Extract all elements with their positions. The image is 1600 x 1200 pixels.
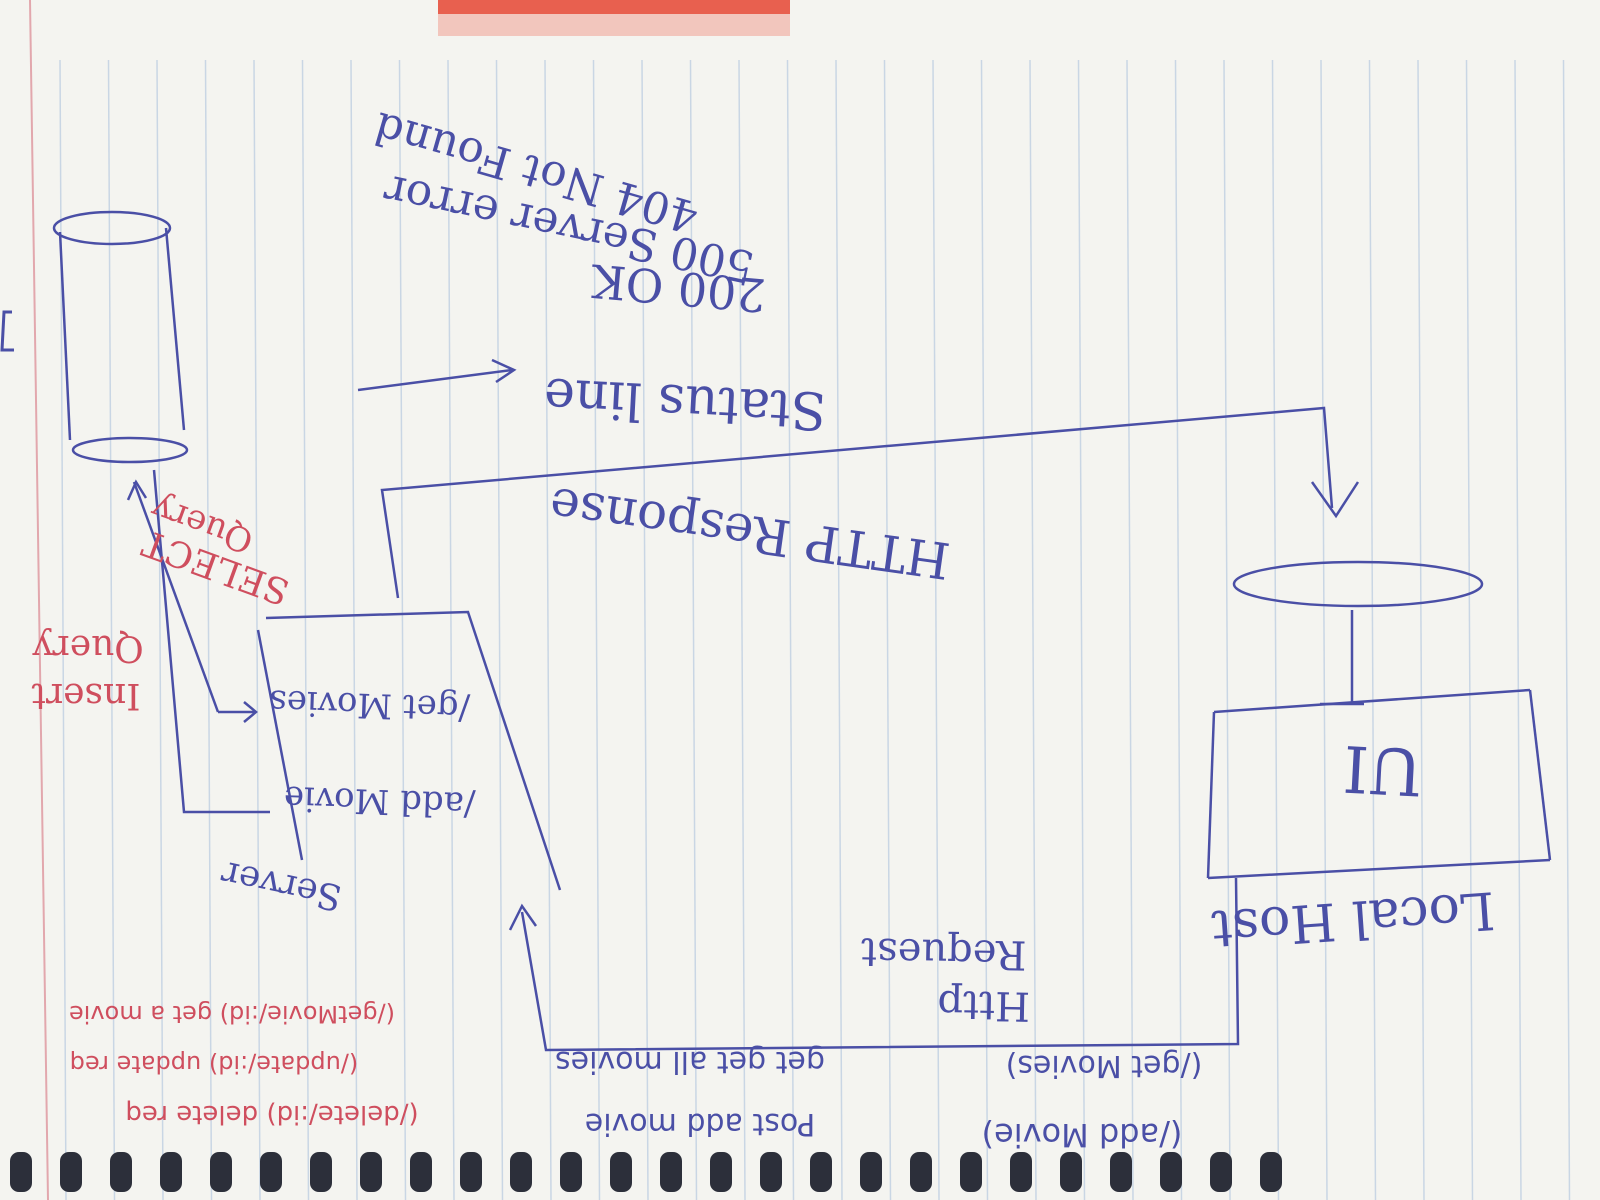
spiral-hole [510, 1152, 532, 1192]
tab-shadow [438, 14, 790, 36]
route-add-movie: /add Movie [283, 778, 476, 825]
spiral-binding [10, 1152, 1282, 1192]
route-notes: Post add movie get get all movies (/add … [69, 1000, 1202, 1154]
rule-line [1514, 59, 1522, 1200]
rule-line [835, 59, 843, 1200]
spiral-hole [810, 1152, 832, 1192]
spiral-hole [960, 1152, 982, 1192]
spiral-hole [10, 1152, 32, 1192]
rule-line [1174, 59, 1183, 1200]
spiral-hole [910, 1152, 932, 1192]
rule-line [204, 59, 213, 1200]
spiral-hole [1160, 1152, 1182, 1192]
spiral-hole [60, 1152, 82, 1192]
spiral-hole [360, 1152, 382, 1192]
margin-line [29, 0, 49, 1200]
spiral-hole [710, 1152, 732, 1192]
rule-line [156, 59, 164, 1200]
spiral-hole [560, 1152, 582, 1192]
spiral-hole [660, 1152, 682, 1192]
rule-line [301, 59, 310, 1200]
http-request-line-2: Request [861, 929, 1027, 978]
status-line-label: Status line [542, 366, 827, 441]
note-delete-route: (/delete/:id) delete req [125, 1099, 418, 1129]
rule-line [350, 59, 358, 1200]
rule-line [1126, 59, 1134, 1200]
note-getone-route: (/getMovie/:id) get a movie [69, 1000, 395, 1028]
note-post-line: Post add movie [585, 1106, 815, 1141]
spiral-hole [310, 1152, 332, 1192]
spiral-hole [860, 1152, 882, 1192]
spiral-hole [160, 1152, 182, 1192]
response-connector [380, 406, 1360, 599]
rule-line [592, 59, 601, 1200]
rule-line [1029, 59, 1037, 1200]
status-line-arrow [357, 358, 517, 392]
rule-line [1465, 59, 1474, 1200]
rule-line [738, 59, 746, 1200]
rule-line [1271, 59, 1280, 1200]
tab-marker [438, 0, 790, 14]
insert-query-line-1: Insert [31, 675, 140, 716]
rule-line [1562, 59, 1571, 1200]
server-box [256, 610, 562, 891]
insert-query-label: Insert Query [31, 627, 144, 716]
rule-line [495, 59, 504, 1200]
request-connector [508, 877, 1240, 1052]
rule-line [689, 59, 698, 1200]
rule-line [544, 59, 552, 1200]
rule-line [932, 59, 940, 1200]
rule-line [447, 59, 455, 1200]
spiral-hole [210, 1152, 232, 1192]
spiral-hole [1260, 1152, 1282, 1192]
spiral-hole [110, 1152, 132, 1192]
database-icon [52, 210, 189, 464]
note-add-route: (/add Movie) [982, 1116, 1183, 1154]
ruled-lines [59, 59, 1571, 1200]
spiral-hole [1110, 1152, 1132, 1192]
http-request-line-1: Http [937, 981, 1030, 1029]
rule-line [1223, 59, 1231, 1200]
spiral-hole [460, 1152, 482, 1192]
query-connectors [126, 469, 270, 814]
edge-mark [0, 310, 14, 352]
rule-line [1320, 59, 1328, 1200]
note-get-line: get get all movies [555, 1044, 825, 1079]
http-request-label: Http Request [861, 929, 1031, 1029]
note-update-route: (/update/:id) update req [70, 1050, 359, 1078]
spiral-hole [1010, 1152, 1032, 1192]
rule-line [253, 59, 261, 1200]
rule-line [1077, 59, 1086, 1200]
spiral-hole [760, 1152, 782, 1192]
rule-line [107, 59, 116, 1200]
spiral-hole [1060, 1152, 1082, 1192]
route-get-movies: /get Movies [269, 682, 471, 729]
rule-line [980, 59, 989, 1200]
rule-line [641, 59, 649, 1200]
spiral-hole [260, 1152, 282, 1192]
spiral-hole [610, 1152, 632, 1192]
ui-label: UI [1341, 730, 1424, 808]
rule-line [398, 59, 407, 1200]
rule-line [1368, 59, 1377, 1200]
insert-query-line-2: Query [32, 627, 144, 668]
spiral-hole [410, 1152, 432, 1192]
ui-box [1206, 560, 1552, 880]
rule-line [786, 59, 795, 1200]
rule-line [883, 59, 892, 1200]
spiral-hole [1210, 1152, 1232, 1192]
rule-line [1417, 59, 1425, 1200]
note-get-route: (/get Movies) [1006, 1048, 1203, 1083]
